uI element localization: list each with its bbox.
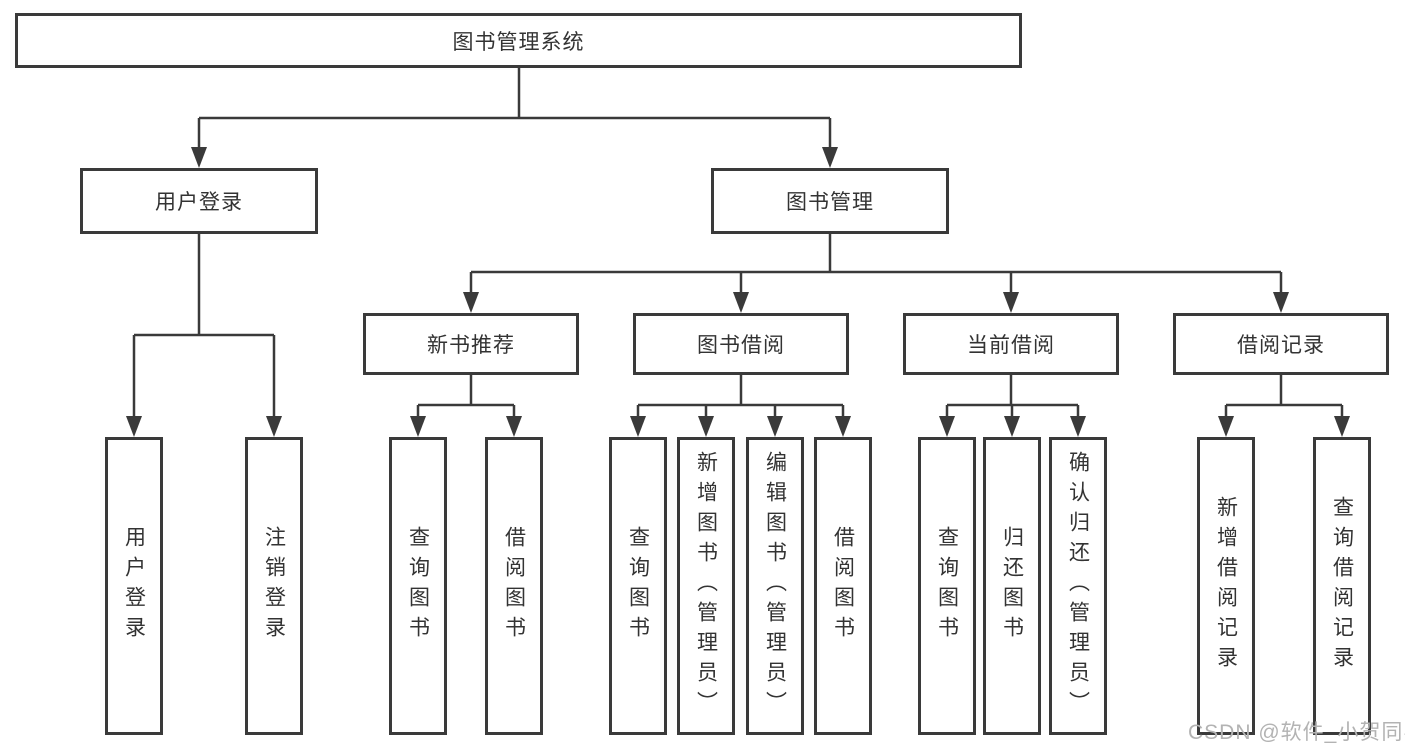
arrow-down-icon: [1070, 416, 1086, 437]
arrow-down-icon: [1218, 416, 1234, 437]
leaf-logout-label: 注销登录: [262, 526, 286, 646]
leaf-edit-books-admin-label: 编辑图书（管理员）: [763, 451, 787, 721]
leaf-recommend-query-books-label: 查询图书: [406, 526, 430, 646]
leaf-query-borrow-record-label: 查询借阅记录: [1330, 496, 1354, 676]
leaf-edit-books-admin: 编辑图书（管理员）: [746, 437, 804, 735]
node-current-borrow-label: 当前借阅: [967, 334, 1055, 357]
arrow-down-icon: [733, 292, 749, 313]
node-current-borrow: 当前借阅: [903, 313, 1119, 375]
leaf-add-books-admin: 新增图书（管理员）: [677, 437, 735, 735]
arrow-down-icon: [767, 416, 783, 437]
arrow-down-icon: [1334, 416, 1350, 437]
leaf-recommend-borrow-books: 借阅图书: [485, 437, 543, 735]
arrow-down-icon: [835, 416, 851, 437]
arrow-down-icon: [1273, 292, 1289, 313]
leaf-logout: 注销登录: [245, 437, 303, 735]
leaf-add-borrow-record-label: 新增借阅记录: [1214, 496, 1238, 676]
arrow-down-icon: [698, 416, 714, 437]
arrow-down-icon: [191, 147, 207, 168]
node-user-login-label: 用户登录: [155, 191, 243, 214]
node-borrow-records: 借阅记录: [1173, 313, 1389, 375]
node-book-management: 图书管理: [711, 168, 949, 234]
leaf-confirm-return-admin-label: 确认归还（管理员）: [1066, 451, 1090, 721]
connector-group-recommend: [416, 375, 516, 417]
arrow-down-icon: [822, 147, 838, 168]
node-book-borrow-label: 图书借阅: [697, 334, 785, 357]
leaf-return-books: 归还图书: [983, 437, 1041, 735]
node-borrow-records-label: 借阅记录: [1237, 334, 1325, 357]
leaf-borrow-query-books-label: 查询图书: [626, 526, 650, 646]
leaf-recommend-borrow-books-label: 借阅图书: [502, 526, 526, 646]
arrow-down-icon: [126, 416, 142, 437]
connector-group-records: [1224, 375, 1344, 417]
arrow-down-icon: [939, 416, 955, 437]
csdn-watermark: CSDN @软件_小贺同学: [1188, 721, 1405, 744]
arrow-down-icon: [1003, 292, 1019, 313]
leaf-borrow-books-label: 借阅图书: [831, 526, 855, 646]
connector-book-mgmt-branch: [469, 234, 1283, 292]
node-root-system: 图书管理系统: [15, 13, 1022, 68]
arrow-down-icon: [630, 416, 646, 437]
arrow-down-icon: [1004, 416, 1020, 437]
leaf-return-books-label: 归还图书: [1000, 526, 1024, 646]
leaf-add-borrow-record: 新增借阅记录: [1197, 437, 1255, 735]
leaf-add-books-admin-label: 新增图书（管理员）: [694, 451, 718, 721]
node-new-book-recommend-label: 新书推荐: [427, 334, 515, 357]
arrow-down-icon: [410, 416, 426, 437]
leaf-recommend-query-books: 查询图书: [389, 437, 447, 735]
connector-group-borrow: [636, 375, 845, 417]
connector-root-to-level2: [197, 68, 832, 147]
node-user-login: 用户登录: [80, 168, 318, 234]
arrow-down-icon: [506, 416, 522, 437]
leaf-current-query-books-label: 查询图书: [935, 526, 959, 646]
connector-group-current: [945, 375, 1080, 417]
leaf-borrow-books: 借阅图书: [814, 437, 872, 735]
node-root-label: 图书管理系统: [452, 30, 585, 54]
leaf-user-login: 用户登录: [105, 437, 163, 735]
leaf-borrow-query-books: 查询图书: [609, 437, 667, 735]
node-new-book-recommend: 新书推荐: [363, 313, 579, 375]
connector-user-login-branch: [132, 234, 276, 416]
node-book-borrow: 图书借阅: [633, 313, 849, 375]
arrowhead-icons: [126, 147, 1350, 437]
arrow-down-icon: [463, 292, 479, 313]
leaf-current-query-books: 查询图书: [918, 437, 976, 735]
leaf-query-borrow-record: 查询借阅记录: [1313, 437, 1371, 735]
node-book-management-label: 图书管理: [786, 191, 874, 214]
arrow-down-icon: [266, 416, 282, 437]
leaf-user-login-label: 用户登录: [122, 526, 146, 646]
leaf-confirm-return-admin: 确认归还（管理员）: [1049, 437, 1107, 735]
